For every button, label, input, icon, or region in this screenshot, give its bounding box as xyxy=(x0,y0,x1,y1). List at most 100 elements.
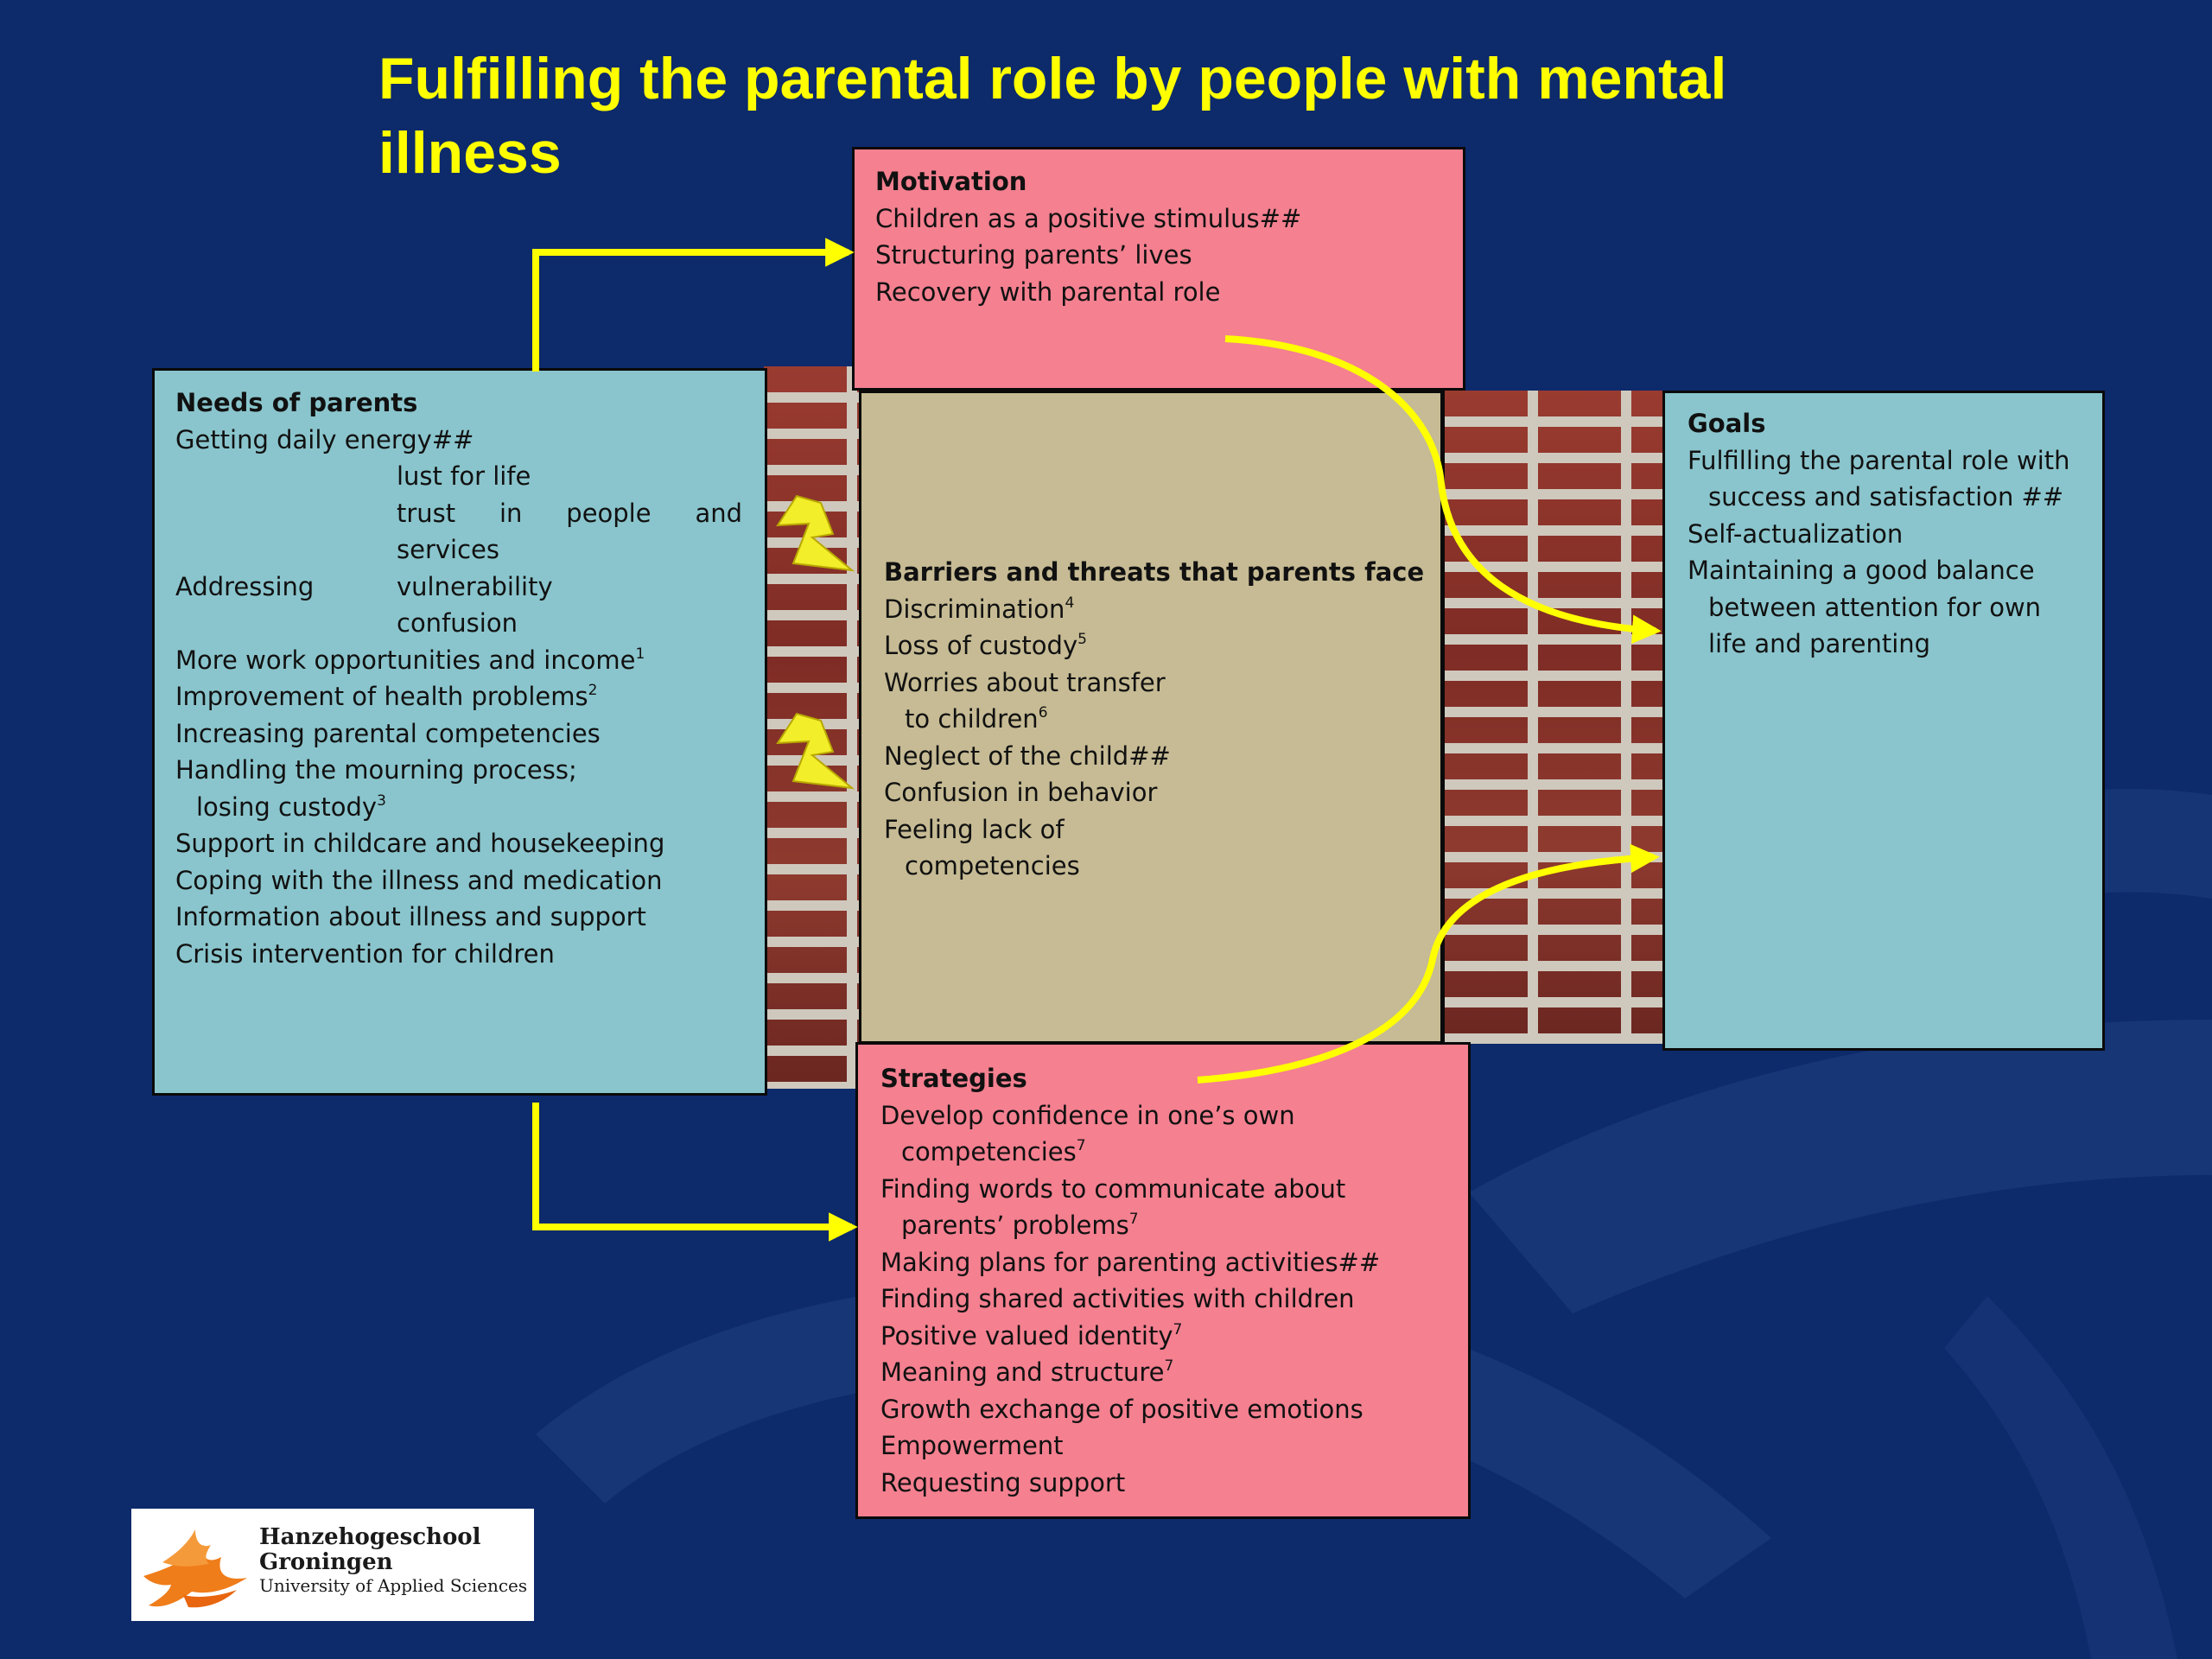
barrier-item-text: Worries about transfer xyxy=(884,667,1166,697)
needs-addressing-label: Addressing xyxy=(175,571,315,601)
strategies-box: Strategies Develop confidence in one’s o… xyxy=(855,1042,1471,1519)
strategy-item: competencies7 xyxy=(880,1134,1454,1171)
needs-item: Crisis intervention for children xyxy=(175,936,746,973)
strategy-item-text: Requesting support xyxy=(880,1467,1126,1497)
goal-item-text: Fulfilling the parental role with xyxy=(1688,445,2070,475)
brick-wall-left xyxy=(764,366,859,1089)
goal-item: Fulfilling the parental role with xyxy=(1688,442,2088,480)
strategy-item-text: Empowerment xyxy=(880,1431,1064,1460)
logo-line3: University of Applied Sciences xyxy=(259,1575,528,1596)
reference-number: 7 xyxy=(1173,1320,1183,1338)
goal-item: life and parenting xyxy=(1688,626,2088,663)
strategy-item-text: Positive valued identity xyxy=(880,1320,1173,1351)
barriers-heading: Barriers and threats that parents face xyxy=(884,557,1425,587)
barrier-item-text: Neglect of the child## xyxy=(884,741,1171,771)
barrier-item-text: Feeling lack of xyxy=(884,814,1065,844)
barrier-item: Worries about transfer xyxy=(884,664,1427,702)
strategy-item-text: competencies xyxy=(901,1137,1077,1166)
reference-number: 7 xyxy=(1164,1357,1174,1375)
needs-item-text: Handling the mourning process; xyxy=(175,755,577,785)
barrier-item: Neglect of the child## xyxy=(884,738,1427,775)
needs-item: Information about illness and support xyxy=(175,899,746,936)
flame-logo-icon xyxy=(143,1529,247,1608)
reference-number: 6 xyxy=(1038,704,1048,721)
strategy-item: Growth exchange of positive emotions xyxy=(880,1391,1454,1428)
logo-line1: Hanzehogeschool xyxy=(259,1524,481,1550)
reference-number: 2 xyxy=(588,682,598,699)
reference-number: 1 xyxy=(635,645,645,663)
barrier-item: Loss of custody5 xyxy=(884,627,1427,664)
needs-item-text: Information about illness and support xyxy=(175,902,646,931)
slide-title: Fulfilling the parental role by people w… xyxy=(378,46,1727,186)
barrier-item-text: Discrimination xyxy=(884,594,1065,624)
needs-item: Coping with the illness and medication xyxy=(175,862,746,899)
needs-trust-word: in xyxy=(499,498,523,528)
barrier-item: Feeling lack of xyxy=(884,811,1427,849)
logo-wordmark: Hanzehogeschool Groningen University of … xyxy=(259,1524,527,1597)
goal-item-text: between attention for own xyxy=(1708,592,2042,622)
needs-trust-word: trust xyxy=(397,498,456,528)
strategy-item-text: Meaning and structure xyxy=(880,1357,1165,1387)
needs-item: More work opportunities and income1 xyxy=(175,642,746,679)
goal-item: success and satisfaction ## xyxy=(1688,479,2088,516)
needs-trust-word: and xyxy=(695,498,742,528)
needs-trust-row: trust in people and xyxy=(175,495,746,532)
reference-number: 7 xyxy=(1076,1137,1086,1154)
needs-box: Needs of parents Getting daily energy## … xyxy=(152,368,767,1096)
needs-sub-services: services xyxy=(397,535,499,564)
barrier-item-text: Confusion in behavior xyxy=(884,778,1158,807)
logo-line2: Groningen xyxy=(259,1549,393,1575)
strategy-item: Making plans for parenting activities## xyxy=(880,1244,1454,1281)
barriers-box: Barriers and threats that parents face D… xyxy=(859,391,1445,1044)
motivation-item: Children as a positive stimulus## xyxy=(875,203,1302,233)
needs-sub-lust: lust for life xyxy=(397,461,531,491)
barrier-item: Discrimination4 xyxy=(884,591,1427,628)
goal-item: between attention for own xyxy=(1688,589,2088,626)
needs-addressing-row: Addressing vulnerability xyxy=(175,569,746,606)
goal-item: Self-actualization xyxy=(1688,516,2088,553)
needs-heading: Needs of parents xyxy=(175,388,418,417)
reference-number: 7 xyxy=(1128,1211,1139,1228)
motivation-box: Motivation Children as a positive stimul… xyxy=(852,147,1465,391)
hanze-logo: Hanzehogeschool Groningen University of … xyxy=(131,1509,534,1621)
needs-item-text: Crisis intervention for children xyxy=(175,938,555,969)
motivation-item: Recovery with parental role xyxy=(875,276,1221,307)
brick-wall-right xyxy=(1445,391,1666,1044)
strategies-list: Develop confidence in one’s own competenc… xyxy=(880,1097,1454,1502)
barrier-item: competencies xyxy=(884,848,1427,885)
motivation-heading: Motivation xyxy=(875,167,1027,196)
needs-item: Support in childcare and housekeeping xyxy=(175,825,746,862)
goal-item-text: Self-actualization xyxy=(1688,518,1904,549)
needs-item-text: Support in childcare and housekeeping xyxy=(175,829,665,858)
strategy-item-text: Finding words to communicate about xyxy=(880,1173,1346,1204)
goal-item-text: Maintaining a good balance xyxy=(1688,556,2035,585)
needs-line-energy: Getting daily energy## xyxy=(175,424,474,454)
motivation-item: Structuring parents’ lives xyxy=(875,240,1192,270)
goal-item-text: life and parenting xyxy=(1708,629,1931,658)
strategy-item: Requesting support xyxy=(880,1465,1454,1502)
strategies-heading: Strategies xyxy=(880,1064,1027,1093)
needs-item-text: losing custody xyxy=(196,791,378,822)
barrier-item: to children6 xyxy=(884,701,1427,738)
strategy-item-text: Finding shared activities with children xyxy=(880,1284,1355,1313)
needs-item: Improvement of health problems2 xyxy=(175,678,746,715)
barrier-item: Confusion in behavior xyxy=(884,774,1427,811)
strategy-item-text: Growth exchange of positive emotions xyxy=(880,1394,1363,1424)
needs-item-text: Coping with the illness and medication xyxy=(175,865,663,895)
goal-item-text: success and satisfaction ## xyxy=(1708,482,2064,512)
strategy-item-text: Making plans for parenting activities## xyxy=(880,1247,1381,1277)
reference-number: 5 xyxy=(1077,631,1087,648)
needs-item: Handling the mourning process; xyxy=(175,752,746,789)
goal-item: Maintaining a good balance xyxy=(1688,552,2088,589)
strategy-item: Empowerment xyxy=(880,1427,1454,1465)
strategy-item: Positive valued identity7 xyxy=(880,1318,1454,1355)
strategy-item-text: parents’ problems xyxy=(901,1211,1129,1240)
strategy-item-text: Develop confidence in one’s own xyxy=(880,1100,1295,1130)
strategy-item: Finding words to communicate about xyxy=(880,1171,1454,1208)
strategy-item: Develop confidence in one’s own xyxy=(880,1097,1454,1135)
strategy-item: Finding shared activities with children xyxy=(880,1281,1454,1318)
needs-sub-confusion: confusion xyxy=(397,608,518,638)
needs-item-text: More work opportunities and income xyxy=(175,645,636,675)
